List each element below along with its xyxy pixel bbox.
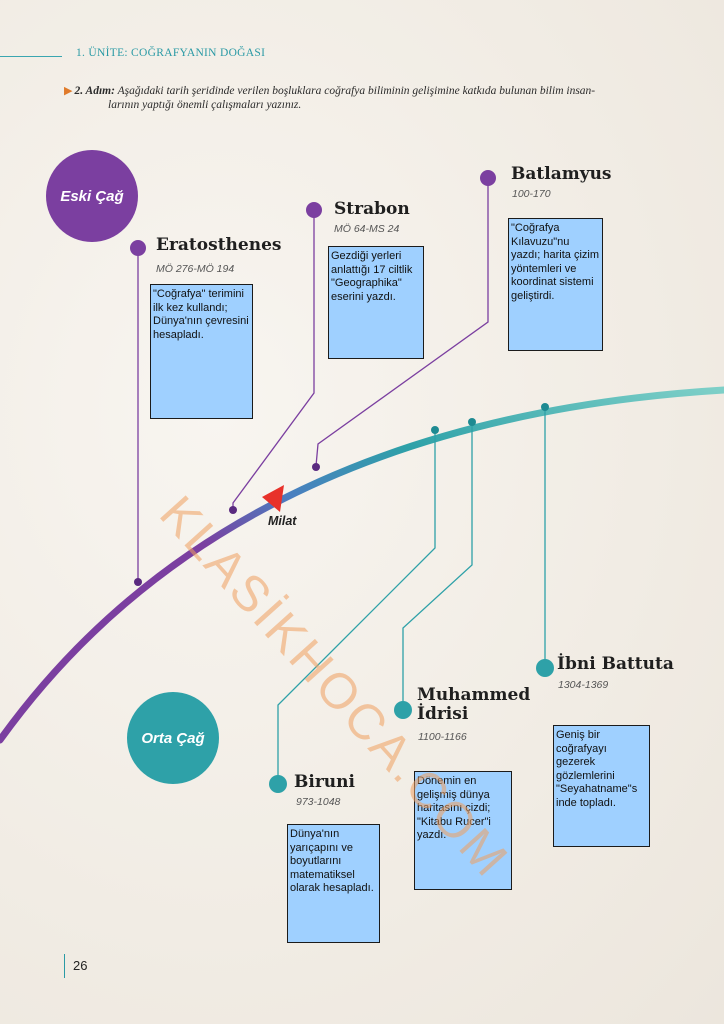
battuta-pin [536, 659, 554, 677]
step-arrow-icon: ▶ [64, 85, 73, 97]
step-label: 2. Adım: [74, 85, 115, 97]
era-ancient-badge: Eski Çağ [46, 150, 138, 242]
page-number: 26 [73, 958, 88, 973]
eratosthenes-dates: MÖ 276-MÖ 194 [156, 263, 235, 275]
battuta-name: İbni Battuta [557, 654, 674, 674]
milat-marker [262, 485, 284, 512]
eratosthenes-timeline-dot [134, 578, 142, 586]
era-medieval-badge: Orta Çağ [127, 692, 219, 784]
strabon-name: Strabon [334, 199, 410, 219]
instruction: ▶2. Adım: Aşağıdaki tarih şeridinde veri… [64, 84, 654, 112]
instruction-line-2: larının yaptığı önemli çalışmaları yazın… [108, 99, 302, 111]
idrisi-note[interactable]: Dönemin en gelişmiş dünya haritasını çiz… [414, 771, 512, 890]
biruni-connector [277, 430, 436, 783]
biruni-name: Biruni [294, 772, 355, 792]
idrisi-name: Muhammed İdrisi [417, 686, 530, 724]
biruni-pin [269, 775, 287, 793]
strabon-pin [306, 202, 322, 218]
battuta-timeline-dot [541, 403, 549, 411]
unit-title: 1. ÜNİTE: COĞRAFYANIN DOĞASI [76, 47, 266, 59]
batlamyus-note[interactable]: "Coğrafya Kılavuzu"nu yazdı; harita çizi… [508, 218, 603, 351]
eratosthenes-name: Eratosthenes [156, 235, 282, 255]
page-number-rule [64, 954, 65, 978]
strabon-timeline-dot [229, 506, 237, 514]
strabon-dates: MÖ 64-MS 24 [334, 223, 400, 235]
battuta-note[interactable]: Geniş bir coğrafyayı gezerek gözlemlerin… [553, 725, 650, 847]
milat-label: Milat [268, 514, 297, 528]
battuta-dates: 1304-1369 [558, 679, 609, 691]
instruction-line-1: Aşağıdaki tarih şeridinde verilen boşluk… [117, 85, 596, 97]
biruni-timeline-dot [431, 426, 439, 434]
batlamyus-connector [315, 178, 489, 467]
idrisi-name-line-1: Muhammed [417, 685, 531, 705]
idrisi-dates: 1100-1166 [418, 731, 467, 743]
biruni-dates: 973-1048 [296, 796, 341, 808]
batlamyus-name: Batlamyus [511, 164, 612, 184]
idrisi-name-line-2: İdrisi [417, 704, 469, 724]
batlamyus-pin [480, 170, 496, 186]
eratosthenes-note[interactable]: "Coğrafya" terimini ilk kez kullandı; Dü… [150, 284, 253, 419]
batlamyus-dates: 100-170 [512, 188, 551, 200]
batlamyus-timeline-dot [312, 463, 320, 471]
idrisi-pin [394, 701, 412, 719]
eratosthenes-pin [130, 240, 146, 256]
header-rule [0, 56, 62, 57]
idrisi-timeline-dot [468, 418, 476, 426]
strabon-note[interactable]: Gezdiği yerleri anlattığı 17 ciltlik "Ge… [328, 246, 424, 359]
idrisi-connector [402, 422, 473, 709]
timeline-arc [0, 386, 724, 744]
biruni-note[interactable]: Dünya'nın yarıçapını ve boyutlarını mate… [287, 824, 380, 943]
